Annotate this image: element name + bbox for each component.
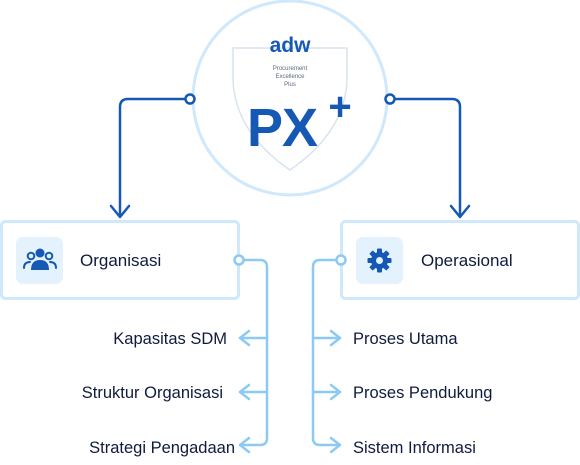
right-connector [384, 93, 471, 219]
hub: adw Procurement Excellence Plus PX + [191, 0, 389, 197]
right-branch [311, 254, 347, 454]
operasional-card[interactable]: Operasional [340, 220, 580, 300]
organisasi-label: Organisasi [80, 251, 161, 270]
tagline-line-2: Excellence [275, 74, 305, 80]
gear-icon [367, 248, 392, 273]
tagline-line-3: Plus [284, 82, 296, 88]
organisasi-card[interactable]: Organisasi [0, 220, 240, 300]
product-superscript: + [328, 85, 351, 129]
tagline-line-1: Procurement [273, 66, 308, 72]
operasional-label: Operasional [421, 251, 513, 270]
brand-logo-text: adw [270, 34, 312, 57]
organisasi-item-3: Strategi Pengadaan [89, 439, 235, 457]
organisasi-item-2: Struktur Organisasi [82, 384, 223, 402]
operasional-item-2: Proses Pendukung [353, 384, 492, 402]
left-connector [109, 93, 196, 219]
organisasi-item-1: Kapasitas SDM [113, 330, 227, 348]
left-branch [233, 254, 269, 454]
shield-outline [232, 47, 348, 171]
people-group-icon [23, 248, 57, 270]
operasional-item-3: Sistem Informasi [353, 439, 476, 457]
product-name: PX [247, 98, 318, 158]
operasional-item-1: Proses Utama [353, 330, 458, 348]
